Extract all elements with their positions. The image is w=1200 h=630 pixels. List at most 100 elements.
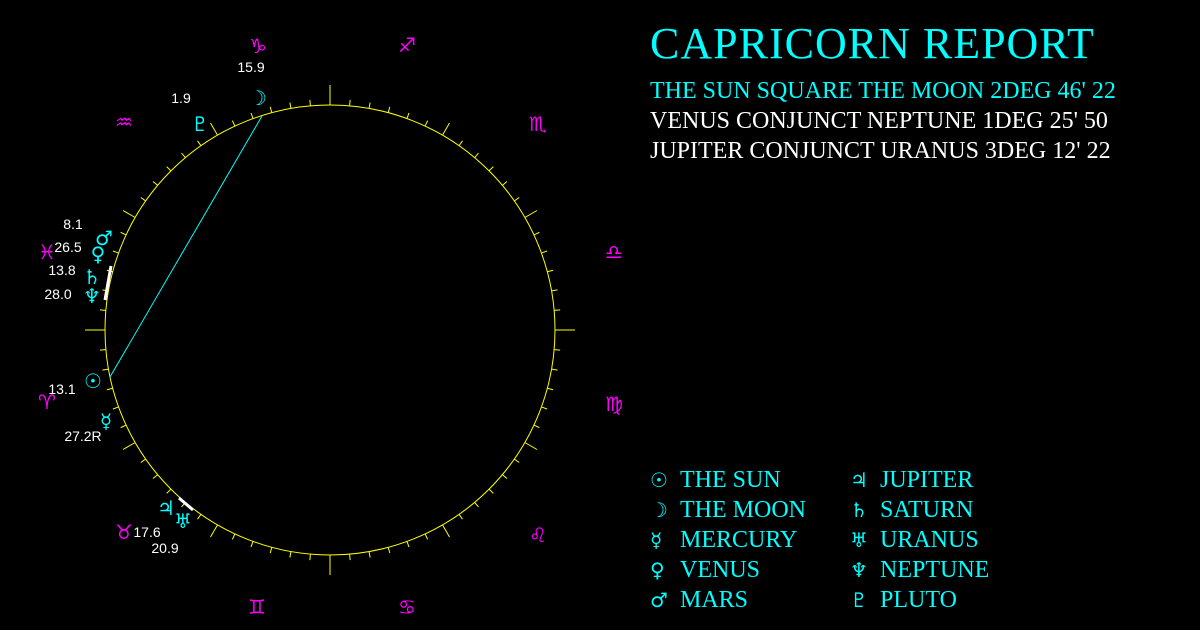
degree-tick [458,514,463,520]
degree-tick [488,488,494,494]
degree-tick [269,106,273,113]
capricorn-icon: ♑ [249,34,267,58]
venus-degree: 26.5 [54,239,81,255]
jupiter-degree: 17.6 [133,524,160,540]
cancer-icon: ♋ [398,595,416,619]
pluto-degree: 1.9 [171,90,191,106]
virgo-icon: ♍ [605,392,623,416]
degree-tick [197,514,202,520]
degree-tick [442,122,450,136]
legend-item-pluto: ♇ PLUTO [850,587,1050,613]
mercury-degree: 27.2R [64,428,101,444]
venus-icon: ♀ [91,242,106,266]
degree-tick [269,547,273,554]
jupiter-icon: ♃ [850,468,868,492]
leo-icon: ♌ [529,523,547,547]
legend-label: VENUS [680,556,761,583]
degree-tick [99,349,106,351]
degree-tick [387,106,391,113]
zodiac-ring [104,104,556,556]
degree-tick [524,442,538,450]
degree-tick [140,197,146,202]
degree-tick [210,122,218,136]
legend-label: NEPTUNE [880,556,990,583]
legend-item-uranus: ♅URANUS [850,527,1050,553]
degree-tick [424,120,429,127]
degree-tick [250,541,254,548]
degree-tick [387,547,391,554]
degree-tick [120,231,127,236]
degree-tick [140,458,146,463]
aquarius-icon: ♒ [115,110,133,134]
degree-tick [474,152,479,158]
degree-tick [406,541,410,548]
degree-tick [102,368,109,371]
degree-tick [502,181,508,186]
neptune-degree: 28.0 [44,286,71,302]
planet-legend: ☉ THE SUN ♃ JUPITER ☽ THE MOON ♄SATURN ☿MER… [650,467,1050,613]
degree-tick [349,554,351,561]
venus-neptune-conjunction-mark [103,265,113,301]
aries-icon: ♈ [38,390,56,414]
legend-label: JUPITER [880,466,974,493]
degree-tick [231,533,236,540]
degree-tick [514,197,520,202]
legend-label: MARS [680,586,749,613]
legend-item-saturn: ♄SATURN [850,497,1050,523]
mars-icon: ♂ [650,588,668,612]
pluto-icon: ♇ [850,588,868,612]
degree-tick [210,524,218,538]
sun-moon-square-line [109,115,263,378]
sun-icon: ☉ [84,369,102,393]
pisces-icon: ♓ [38,240,56,264]
degree-tick [533,424,540,429]
degree-tick [309,554,311,561]
degree-tick [349,99,351,106]
jupiter-icon: ♃ [157,496,175,520]
moon-degree: 15.9 [237,59,264,75]
degree-tick [551,368,558,371]
mercury-icon: ☿ [100,409,112,433]
natal-chart-wheel: ♑ ♐ ♏ ♎ ♍ ♌ ♋ ♊ ♉ ♈ ♓ ♒ ☽ 15.9 ♇ 1.9 ♂ 8… [38,33,623,619]
uranus-icon: ♅ [174,509,192,533]
degree-tick [181,152,186,158]
degree-tick [554,309,561,311]
gemini-icon: ♊ [248,595,266,619]
mercury-icon: ☿ [650,528,663,552]
degree-tick [152,474,158,479]
legend-item-mars: ♂ MARS [650,587,850,613]
report-title: CAPRICORN REPORT [650,19,1095,68]
degree-tick [289,102,292,109]
degree-tick [197,140,202,146]
legend-item-mercury: ☿MERCURY [650,527,850,553]
legend-label: THE SUN [680,466,781,493]
libra-icon: ♎ [605,240,623,264]
degree-ticks [85,85,575,575]
degree-tick [112,250,119,254]
degree-tick [289,551,292,558]
degree-tick [547,387,554,391]
neptune-icon: ♆ [850,558,868,582]
legend-item-sun: ☉ THE SUN [650,467,850,493]
degree-tick [533,231,540,236]
saturn-degree: 13.8 [48,262,75,278]
legend-label: SATURN [880,496,974,523]
neptune-icon: ♆ [83,284,101,308]
degree-tick [406,112,410,119]
degree-tick [122,210,136,218]
aspect-line-2: VENUS CONJUNCT NEPTUNE 1DEG 25' 50 [650,108,1108,134]
sun-icon: ☉ [650,468,668,492]
degree-tick [442,524,450,538]
mars-icon: ♂ [95,226,113,250]
legend-label: PLUTO [880,586,957,613]
uranus-degree: 20.9 [151,540,178,556]
mars-degree: 8.1 [63,216,83,232]
degree-tick [488,166,494,172]
aspect-line-1: THE SUN SQUARE THE MOON 2DEG 46' 22 [650,78,1116,104]
legend-item-venus: ♀VENUS [650,557,850,583]
legend-label: THE MOON [680,496,806,523]
degree-tick [502,474,508,479]
degree-tick [106,387,113,391]
moon-icon: ☽ [650,498,668,522]
pluto-icon: ♇ [191,112,209,136]
